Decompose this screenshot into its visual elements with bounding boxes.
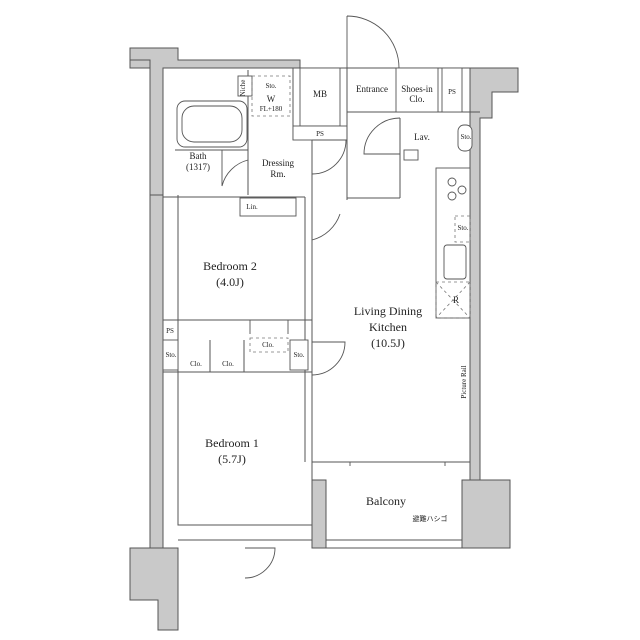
- clo-label-2: Clo.: [222, 360, 234, 368]
- door-bedroom2: [311, 200, 341, 241]
- r-label: R: [453, 295, 459, 305]
- door-bedroom1-bottom: [244, 547, 276, 579]
- shoes-label-1: Shoes-in: [401, 84, 433, 94]
- door-lav: [363, 117, 401, 155]
- ps-label-top: PS: [316, 130, 324, 138]
- linen-shelf: [239, 197, 297, 217]
- stove-burner-1: [447, 177, 457, 187]
- picture-rail-label: Picture Rail: [460, 365, 468, 398]
- fl-label: FL+180: [260, 105, 283, 113]
- ps-box-entrance: [441, 67, 463, 113]
- lin-label: Lin.: [246, 203, 258, 211]
- door-bath: [221, 150, 249, 187]
- door-entrance: [346, 15, 400, 69]
- bathtub-inner: [181, 105, 243, 143]
- outer-wall-right: [469, 67, 519, 481]
- column-bottom-left: [129, 547, 179, 631]
- w-label: W: [267, 94, 276, 104]
- clo-label-1: Clo.: [190, 360, 202, 368]
- outer-wall-left-lower: [149, 194, 164, 549]
- kitchen-sink: [443, 244, 467, 280]
- niche-label: Niche: [239, 80, 247, 97]
- stove-burner-3: [447, 191, 457, 201]
- lav-basin: [403, 149, 419, 161]
- shoes-closet-box: [395, 67, 439, 113]
- dressing-label-2: Rm.: [270, 169, 285, 179]
- shoes-label-2: Clo.: [409, 94, 424, 104]
- sto-right: [289, 339, 309, 371]
- bedroom2-size: (4.0J): [216, 275, 244, 289]
- bath-label: Bath: [190, 151, 207, 161]
- escape-ladder-label: 避難ハシゴ: [413, 514, 448, 523]
- mb-label: MB: [313, 89, 327, 99]
- dressing-label-1: Dressing: [262, 158, 294, 168]
- refrigerator-space: [435, 281, 471, 319]
- door-bedroom1: [311, 341, 346, 376]
- window-balcony: [349, 462, 446, 466]
- column-balcony-left: [311, 479, 327, 549]
- balcony-label: Balcony: [366, 494, 406, 508]
- fridge-cross-2: [435, 281, 471, 319]
- bedroom2-label: Bedroom 2: [203, 259, 257, 273]
- entrance-label: Entrance: [356, 84, 388, 94]
- stove-burner-2: [457, 185, 467, 195]
- bedroom1-size: (5.7J): [218, 452, 246, 466]
- sto-label-washer: Sto.: [265, 82, 276, 90]
- sto-label-kitchen: Sto.: [457, 224, 468, 232]
- mb-box: [299, 67, 341, 127]
- ps-label-left: PS: [166, 327, 174, 335]
- sto-label-lav: Sto.: [460, 133, 471, 141]
- washer-space: [251, 75, 291, 117]
- sto-left: [162, 339, 179, 371]
- storage-dash: [454, 215, 471, 243]
- living-size: (10.5J): [371, 336, 405, 350]
- clo-top: [249, 337, 289, 353]
- living-label-1: Living Dining: [354, 304, 422, 318]
- clo-label-top: Clo.: [262, 341, 274, 349]
- sto-label-left: Sto.: [165, 351, 176, 359]
- sto-label-right: Sto.: [293, 351, 304, 359]
- door-closet-bedroom2: [249, 320, 289, 334]
- lav-label: Lav.: [414, 132, 430, 142]
- column-bottom-right: [461, 479, 511, 549]
- bath-size: (1317): [186, 162, 210, 172]
- ps-label-entrance: PS: [448, 88, 456, 96]
- toilet: [457, 124, 473, 152]
- bedroom1-label: Bedroom 1: [205, 436, 259, 450]
- living-label-2: Kitchen: [369, 320, 407, 334]
- column-top-left: [129, 59, 151, 69]
- door-dressing: [311, 139, 347, 175]
